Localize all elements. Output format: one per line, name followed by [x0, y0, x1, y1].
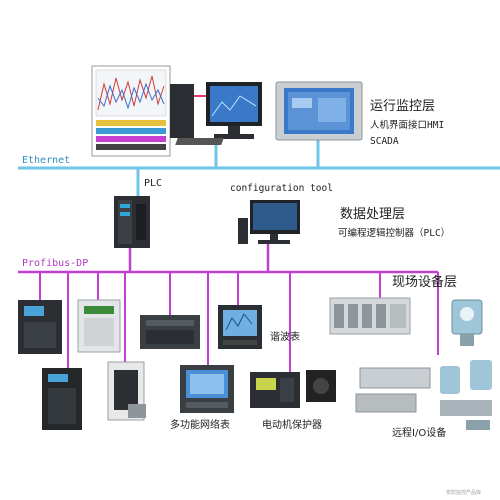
scada-chart-icon	[91, 65, 171, 157]
transmitter-icon	[451, 299, 483, 346]
remote-io-icon	[329, 297, 411, 335]
monitor-layer-line2: SCADA	[370, 136, 399, 147]
profibus-label: Profibus-DP	[22, 258, 88, 269]
motor-protector-module-icon	[306, 370, 336, 402]
inverter-icon-2	[42, 368, 82, 430]
servo-drive-icon	[107, 361, 146, 421]
inverter-icon	[18, 300, 62, 354]
plc-rack-icon	[140, 315, 200, 349]
watermark-text: 安防监控产品库	[446, 489, 481, 496]
hmi-panel-icon	[275, 81, 363, 141]
ethernet-label: Ethernet	[22, 155, 70, 166]
config-computer-icon	[238, 200, 300, 244]
harmonic-meter-icon	[218, 305, 262, 349]
soft-starter-icon	[77, 299, 121, 353]
processing-layer-title: 数据处理层	[340, 207, 405, 222]
multi-meter-label: 多功能网络表	[170, 418, 230, 431]
config-tool-label: configuration tool	[230, 183, 333, 194]
power-meter-icon	[180, 365, 234, 413]
processing-layer-line1: 可编程逻辑控制器（PLC）	[338, 227, 450, 239]
harmonic-meter-label: 谐波表	[270, 330, 300, 343]
monitor-layer-title: 运行监控层	[370, 99, 435, 114]
field-layer-title: 现场设备层	[392, 274, 457, 290]
remote-io-device-cluster-icon	[355, 360, 492, 430]
plc-module-icon	[114, 196, 150, 248]
monitor-layer-line1: 人机界面接口HMI	[370, 119, 444, 131]
motor-protector-label: 电动机保护器	[262, 418, 322, 431]
plc-label: PLC	[144, 178, 162, 189]
computer-workstation-icon	[170, 82, 262, 145]
motor-protector-icon	[250, 372, 300, 408]
remote-io-label: 远程I/O设备	[392, 426, 446, 439]
